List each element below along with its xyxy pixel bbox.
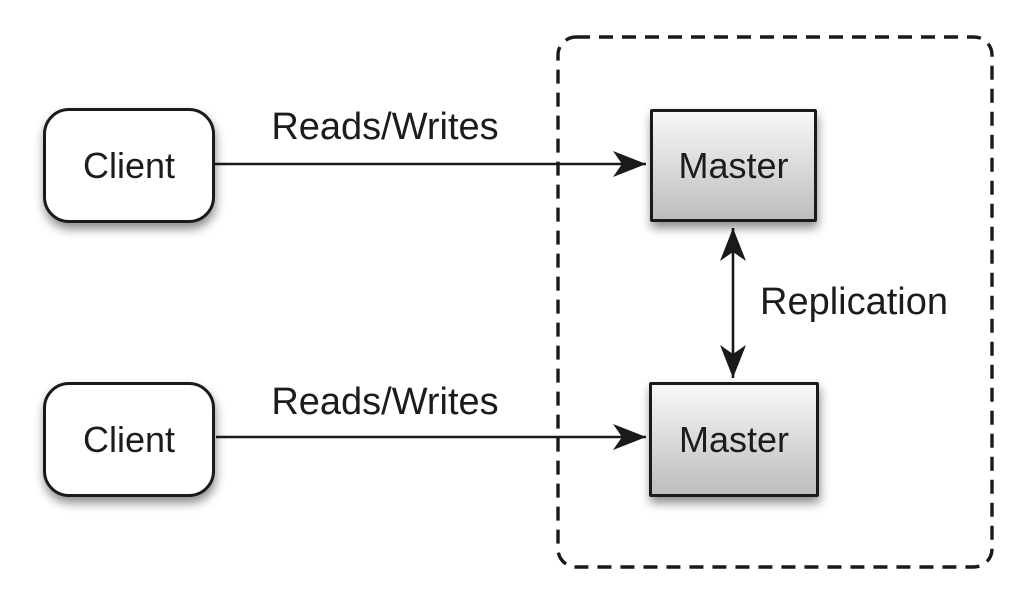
master-node-top: Master [650, 109, 817, 222]
client-node-top-label: Client [82, 144, 176, 186]
client-node-top: Client [43, 108, 215, 223]
client-node-bottom-label: Client [82, 418, 176, 460]
dashed-group-border [556, 35, 994, 569]
master-node-bottom: Master [649, 382, 819, 497]
client-node-bottom: Client [43, 382, 215, 497]
replication-label: Replication [760, 281, 948, 323]
master-node-top-label: Master [678, 144, 789, 186]
reads-writes-label-top: Reads/Writes [271, 106, 499, 148]
reads-writes-label-bottom: Reads/Writes [271, 381, 499, 423]
master-node-bottom-label: Master [678, 418, 790, 460]
